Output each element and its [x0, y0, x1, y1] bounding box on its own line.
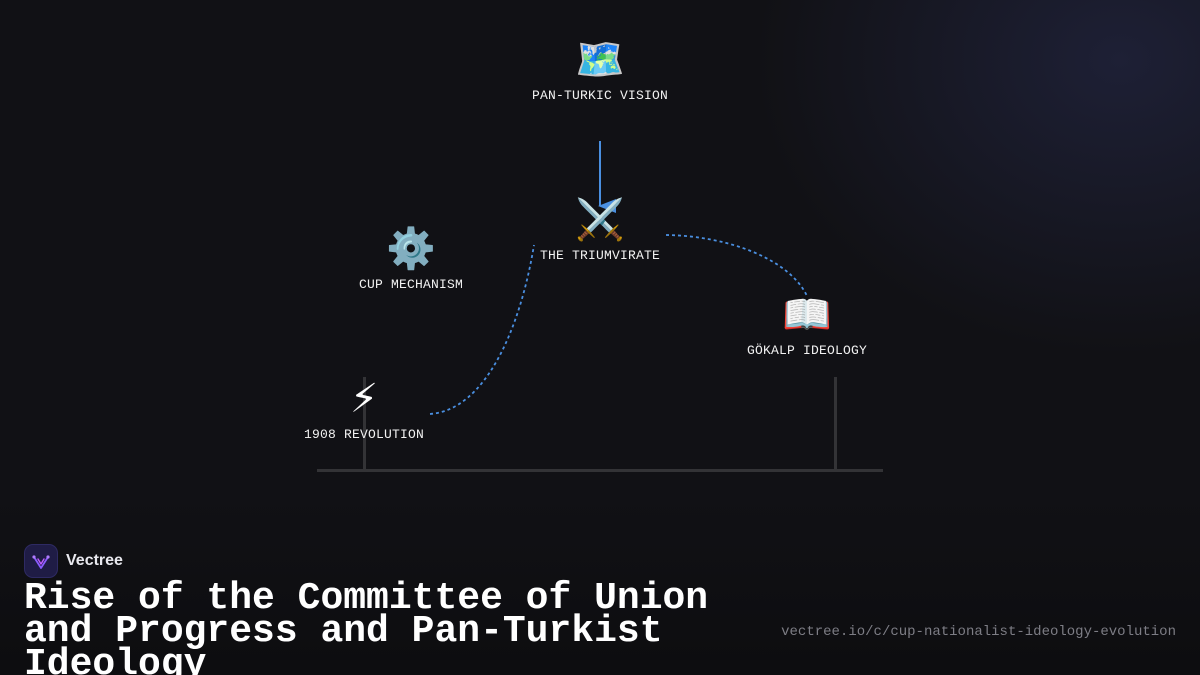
node-1908-revolution[interactable]: ⚡ 1908 REVOLUTION	[304, 375, 424, 442]
brand-name: Vectree	[66, 552, 123, 569]
gear-icon: ⚙️	[386, 226, 436, 272]
node-label: CUP MECHANISM	[358, 277, 464, 292]
world-map-icon: 🗺️	[575, 37, 625, 83]
node-cup-mechanism[interactable]: ⚙️ CUP MECHANISM	[359, 225, 463, 292]
node-pan-turkic-vision[interactable]: 🗺️ PAN-TURKIC VISION	[532, 36, 668, 103]
node-gokalp-ideology[interactable]: 📖 GÖKALP IDEOLOGY	[747, 291, 867, 358]
node-the-triumvirate[interactable]: ⚔️ THE TRIUMVIRATE	[540, 196, 660, 263]
node-label: 1908 REVOLUTION	[303, 427, 425, 442]
node-label: PAN-TURKIC VISION	[531, 88, 669, 103]
source-url[interactable]: vectree.io/c/cup-nationalist-ideology-ev…	[781, 624, 1176, 640]
lightning-icon: ⚡	[349, 376, 379, 422]
edge-revolution-to-triumvirate	[429, 244, 535, 415]
open-book-icon: 📖	[782, 292, 832, 338]
node-label: GÖKALP IDEOLOGY	[746, 343, 868, 358]
brand[interactable]: Vectree	[24, 544, 123, 578]
edge-triumvirate-to-gokalp	[665, 234, 808, 297]
crossed-swords-icon: ⚔️	[575, 197, 625, 243]
vectree-logo-icon	[24, 544, 58, 578]
node-label: THE TRIUMVIRATE	[539, 248, 661, 263]
page-title: Rise of the Committee of Union and Progr…	[24, 577, 709, 675]
